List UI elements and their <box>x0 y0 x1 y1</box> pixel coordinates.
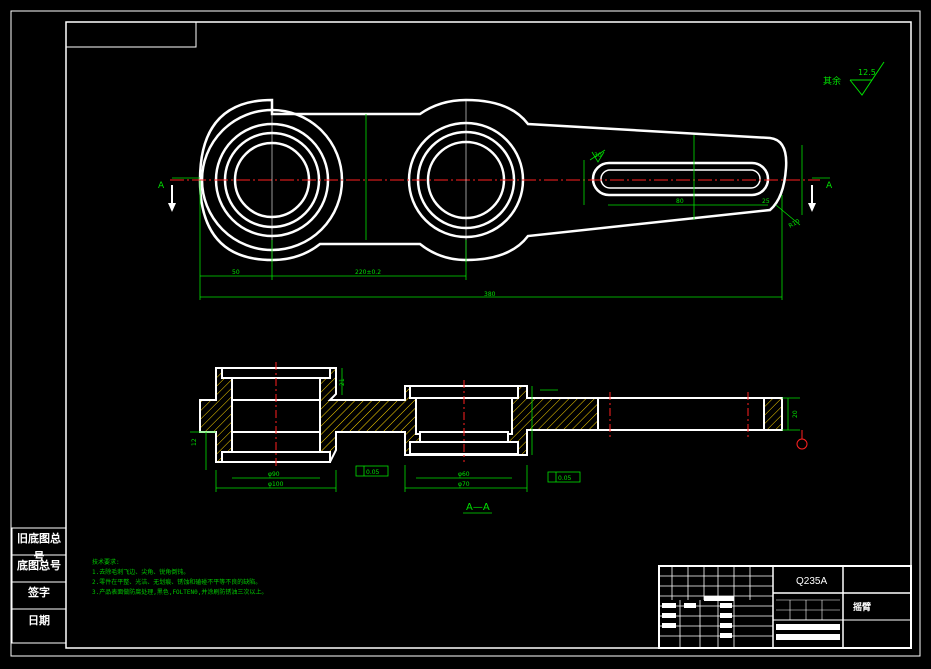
outer-frame <box>10 10 921 657</box>
side-label-old-drawing-no: 旧底图总号 <box>17 532 61 563</box>
arm-outline <box>198 98 788 262</box>
dim-slot-len: 80 <box>676 198 684 205</box>
notes-line-1: 1.去除毛刺飞边、尖角、锐角倒钝。 <box>92 569 190 576</box>
side-label-drawing-no: 底图总号 <box>17 559 61 572</box>
dim-total: 380 <box>484 291 496 298</box>
tol-frame-right: 0.05 <box>558 475 572 482</box>
dim-dia-left: φ90 <box>268 471 280 478</box>
slot <box>591 161 770 197</box>
dim-50: 50 <box>232 269 240 276</box>
section-mark-left: A <box>158 181 165 191</box>
notes-line-3: 3.产品表面做防腐处理,黑色,FOLTEN0,并涂刷防锈油三次以上。 <box>92 589 268 596</box>
dim-slot-w: 20 <box>792 410 799 418</box>
dim-small: 12 <box>191 438 198 446</box>
notes-line-2: 2.零件在平整、光洁、无划痕、锈蚀和磕碰不平等不良的缺陷。 <box>92 579 262 586</box>
slot-inner <box>600 169 761 189</box>
dim-r: R10 <box>788 218 802 230</box>
inner-frame <box>65 21 912 649</box>
section-view: 0.05 0.05 φ90 φ100 φ60 φ70 21 20 12 A—A <box>190 362 808 514</box>
title-block <box>658 565 912 649</box>
dim-slot-end: 25 <box>762 198 770 205</box>
notes-title: 技术要求: <box>92 559 120 566</box>
top-view: A A 50 220±0.2 380 80 25 R10 30 <box>158 98 833 300</box>
side-strip <box>11 527 67 644</box>
corner-box <box>65 21 197 48</box>
roughness-label: 其余 <box>823 75 841 87</box>
section-mark-right: A <box>826 181 833 191</box>
part-name: 摇臂 <box>853 602 872 612</box>
dim-dia-left2: φ100 <box>268 481 284 488</box>
datum-symbol <box>796 438 808 450</box>
roughness-symbol: 其余 12.5 <box>823 61 885 96</box>
dim-thick: 21 <box>339 378 346 386</box>
side-label-date: 日期 <box>28 614 50 627</box>
dim-dia-right: φ60 <box>458 471 470 478</box>
technical-notes: 技术要求: 1.去除毛刺飞边、尖角、锐角倒钝。 2.零件在平整、光洁、无划痕、锈… <box>92 558 267 598</box>
side-label-signature: 签字 <box>28 586 50 599</box>
roughness-value: 12.5 <box>858 68 876 77</box>
dim-h: 30 <box>594 152 602 159</box>
dim-center: 220±0.2 <box>355 269 381 276</box>
dim-dia-right2: φ70 <box>458 481 470 488</box>
tol-frame-left: 0.05 <box>366 469 380 476</box>
material-label: Q235A <box>796 576 828 587</box>
section-label: A—A <box>466 502 490 513</box>
